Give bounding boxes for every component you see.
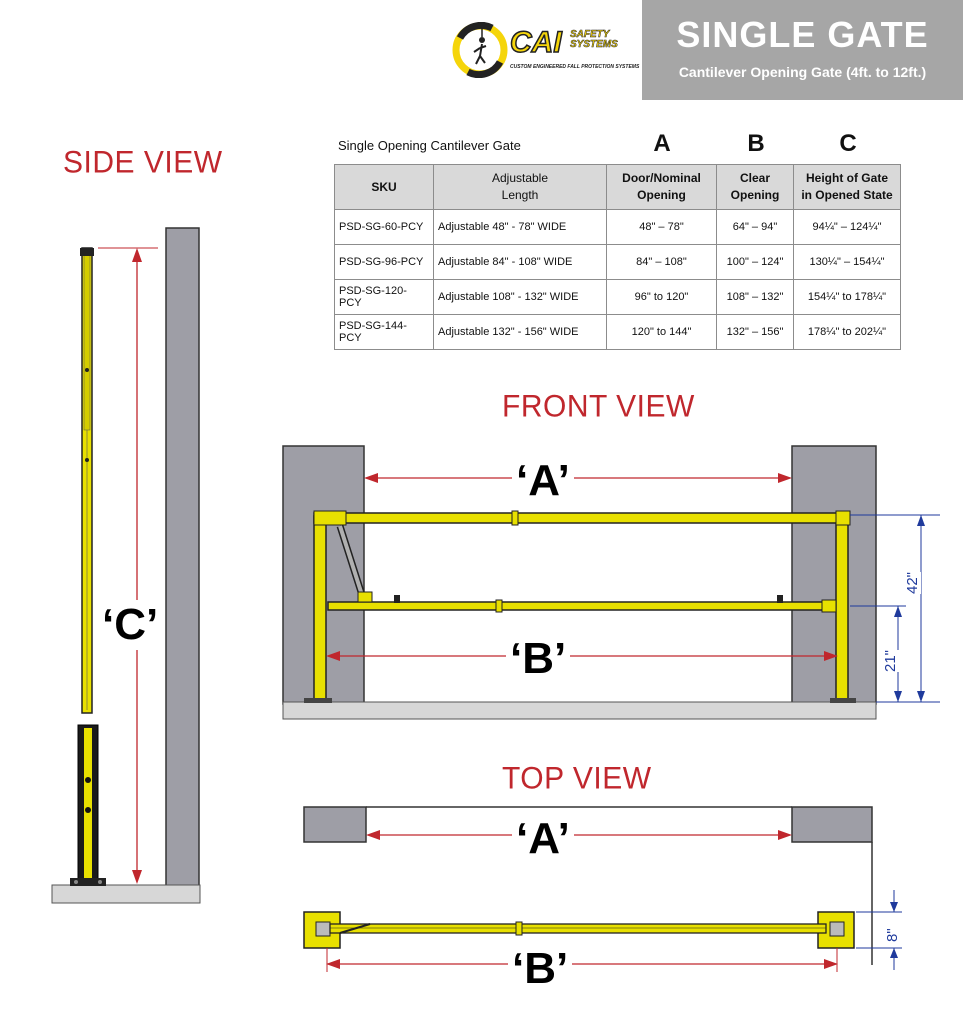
front-post-left <box>313 515 327 703</box>
cell-height: 94¼" – 124¼" <box>793 209 901 245</box>
top-wall-left <box>303 806 367 843</box>
front-wall-right <box>791 445 877 705</box>
cell-clear: 108" – 132" <box>716 279 794 315</box>
header-clear-opening: Clear Opening <box>716 164 794 210</box>
logo-word: SAFETY SYSTEMS <box>570 29 618 50</box>
front-view-title: FRONT VIEW <box>502 389 695 424</box>
cell-sku: PSD-SG-120-PCY <box>334 279 434 315</box>
front-post-right <box>835 515 849 703</box>
cell-sku: PSD-SG-144-PCY <box>334 314 434 350</box>
side-view-title: SIDE VIEW <box>63 145 223 180</box>
cell-clear: 132" – 156" <box>716 314 794 350</box>
cell-clear: 64" – 94" <box>716 209 794 245</box>
cell-nominal: 96" to 120" <box>606 279 717 315</box>
top-view-title: TOP VIEW <box>502 761 652 796</box>
logo-brand: CAI <box>509 25 562 60</box>
header-nominal-opening: Door/Nominal Opening <box>606 164 717 210</box>
cell-clear: 100" – 124" <box>716 244 794 280</box>
logo-emblem-icon <box>452 22 508 78</box>
cell-length: Adjustable 132" - 156" WIDE <box>433 314 607 350</box>
column-letter-a: A <box>653 130 671 157</box>
top-view-drawing <box>303 806 902 972</box>
table-row: PSD-SG-96-PCY Adjustable 84" - 108" WIDE… <box>334 244 901 280</box>
table-row: PSD-SG-120-PCY Adjustable 108" - 132" WI… <box>334 279 901 315</box>
side-wall <box>165 227 200 887</box>
top-rail <box>329 923 827 934</box>
cell-nominal: 48" – 78" <box>606 209 717 245</box>
side-view-drawing <box>51 227 201 904</box>
cell-sku: PSD-SG-96-PCY <box>334 244 434 280</box>
cell-length: Adjustable 48" - 78" WIDE <box>433 209 607 245</box>
front-dimension-42: 42" <box>904 571 921 594</box>
cell-nominal: 84" – 108" <box>606 244 717 280</box>
cell-height: 154¼" to 178¼" <box>793 279 901 315</box>
header-height-opened: Height of Gate in Opened State <box>793 164 901 210</box>
cell-height: 130¼" – 154¼" <box>793 244 901 280</box>
header-sku: SKU <box>334 164 434 210</box>
header-adjustable-length: Adjustable Length <box>433 164 607 210</box>
table-caption: Single Opening Cantilever Gate <box>338 138 521 153</box>
front-view-drawing <box>282 445 940 720</box>
front-dimension-a: ‘A’ <box>512 456 574 506</box>
cell-sku: PSD-SG-60-PCY <box>334 209 434 245</box>
page-title: SINGLE GATE <box>676 14 929 55</box>
side-floor <box>51 884 201 904</box>
side-dimension-c: ‘C’ <box>98 600 163 650</box>
column-letter-c: C <box>839 130 857 157</box>
front-floor <box>282 701 877 720</box>
top-dimension-a: ‘A’ <box>512 814 574 864</box>
cell-length: Adjustable 108" - 132" WIDE <box>433 279 607 315</box>
top-dimension-8: 8" <box>884 928 901 942</box>
cell-height: 178¼" to 202¼" <box>793 314 901 350</box>
spec-table: SKU Adjustable Length Door/Nominal Openi… <box>334 164 901 350</box>
front-mid-rail <box>327 601 829 611</box>
page-subtitle: Cantilever Opening Gate (4ft. to 12ft.) <box>678 64 927 80</box>
table-row: PSD-SG-60-PCY Adjustable 48" - 78" WIDE … <box>334 209 901 245</box>
top-dimension-b: ‘B’ <box>508 944 573 994</box>
column-letter-b: B <box>747 130 765 157</box>
table-row: PSD-SG-144-PCY Adjustable 132" - 156" WI… <box>334 314 901 350</box>
top-wall-right <box>791 806 873 843</box>
table-header-row: SKU Adjustable Length Door/Nominal Openi… <box>334 164 901 210</box>
logo-tagline: CUSTOM ENGINEERED FALL PROTECTION SYSTEM… <box>510 64 640 70</box>
cell-nominal: 120" to 144" <box>606 314 717 350</box>
front-dimension-21: 21" <box>882 649 899 672</box>
front-top-rail <box>313 512 847 524</box>
header-banner <box>642 0 963 100</box>
front-dimension-b: ‘B’ <box>506 634 571 684</box>
cell-length: Adjustable 84" - 108" WIDE <box>433 244 607 280</box>
